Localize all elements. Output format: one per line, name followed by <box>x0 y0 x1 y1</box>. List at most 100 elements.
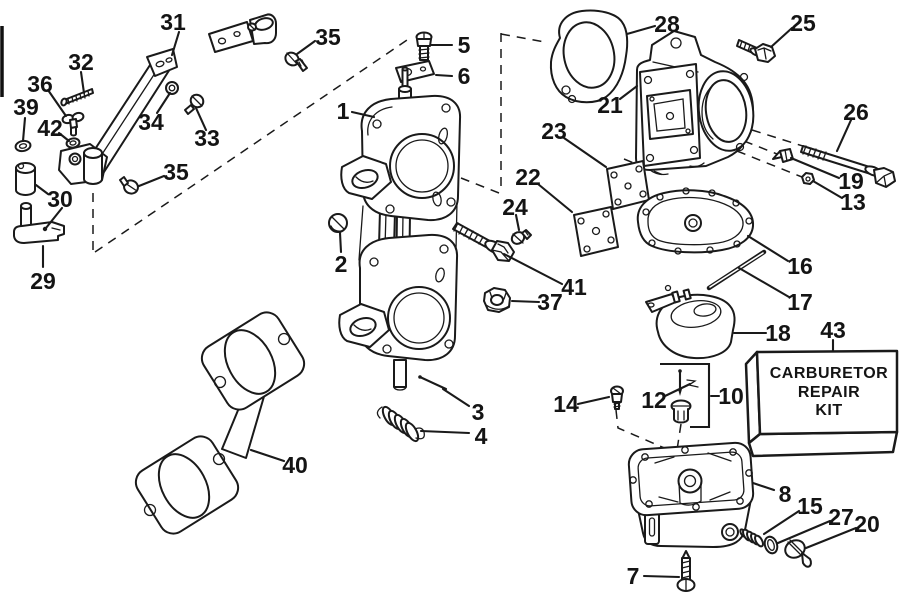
part-10-needle-seat <box>670 399 692 424</box>
callout-leader-19 <box>789 156 841 180</box>
part-29-bracket-pin <box>13 202 65 244</box>
callout-leader-25 <box>769 26 794 49</box>
callout-leader-31 <box>170 30 181 57</box>
part-label-25: 25 <box>790 10 816 36</box>
callout-leader-37 <box>510 299 541 304</box>
callout-leader-36 <box>46 88 68 118</box>
part-label-5: 5 <box>458 32 471 58</box>
part-30-spacer <box>15 162 36 196</box>
part-32-screw <box>60 88 94 107</box>
part-label-39: 39 <box>13 94 39 120</box>
callout-leader-22 <box>536 182 574 214</box>
part-34-washer <box>165 81 179 95</box>
callout-leader-14 <box>576 395 611 406</box>
part-36-wing-screw <box>61 111 85 137</box>
callout-dot-30 <box>42 226 48 232</box>
part-label-2: 2 <box>335 251 348 277</box>
callout-leader-41 <box>502 252 564 286</box>
part-label-32: 32 <box>68 49 94 75</box>
callout-bracket-10 <box>660 362 711 429</box>
callout-leader-26 <box>835 118 853 153</box>
part-label-1: 1 <box>337 98 350 124</box>
callout-leader-13 <box>811 179 844 200</box>
part-label-23: 23 <box>541 118 567 144</box>
part-17-rod <box>706 249 767 291</box>
part-label-37: 37 <box>537 289 563 315</box>
callout-leader-3 <box>441 387 471 408</box>
part-label-15: 15 <box>797 493 823 519</box>
callout-leader-23 <box>562 136 608 169</box>
part-label-13: 13 <box>840 189 866 215</box>
callout-leader-1 <box>350 110 376 119</box>
part-40-gasket <box>134 311 306 535</box>
part-21-carburetor-cover <box>635 30 755 176</box>
part-label-27: 27 <box>828 504 854 530</box>
part-16-diaphragm <box>636 187 755 255</box>
part-20-drain-screw <box>784 539 812 568</box>
callout-leader-30 <box>44 206 64 230</box>
callout-leader-39 <box>21 116 27 143</box>
part-label-36: 36 <box>27 71 53 97</box>
part-label-42: 42 <box>37 115 63 141</box>
callout-leader-6 <box>434 73 454 78</box>
part-13-nut <box>801 172 815 185</box>
callout-leader-4 <box>419 429 471 435</box>
part-28-gasket <box>549 9 629 104</box>
part-label-22: 22 <box>515 164 541 190</box>
part-27-o-ring <box>763 535 779 555</box>
callout-leader-2 <box>338 231 343 254</box>
callout-leader-8 <box>751 481 776 492</box>
part-label-40: 40 <box>282 452 308 478</box>
part-label-3: 3 <box>472 399 485 425</box>
callout-leader-15 <box>762 509 801 536</box>
part-26-bolt <box>800 145 896 188</box>
part-label-14: 14 <box>553 391 579 417</box>
part-label-35: 35 <box>163 159 189 185</box>
part-15-spring-screw <box>739 528 764 548</box>
part-label-20: 20 <box>854 511 880 537</box>
part-41-idle-screw <box>452 222 515 262</box>
callout-layer: 1234567810121314151617181920212223242526… <box>13 9 880 589</box>
part-3-pin <box>418 375 448 391</box>
callout-leader-35 <box>137 174 166 188</box>
callout-leader-28 <box>625 24 657 36</box>
part-7-screw <box>676 550 696 592</box>
part-label-10: 10 <box>718 383 744 409</box>
part-12-inlet-needle <box>678 369 699 396</box>
part-5-screw <box>415 31 433 61</box>
callout-leader-27 <box>776 519 832 545</box>
part-37-nut <box>483 287 511 313</box>
part-label-41: 41 <box>561 274 587 300</box>
part-2-plug-screw <box>328 213 348 233</box>
callout-leader-7 <box>642 574 681 579</box>
callout-leader-16 <box>746 234 790 263</box>
part-label-34: 34 <box>138 109 164 135</box>
callout-leader-12 <box>663 382 692 398</box>
part-8-float-bowl <box>627 441 755 548</box>
part-label-29: 29 <box>30 268 56 294</box>
callout-leader-42 <box>57 131 71 143</box>
part-label-28: 28 <box>654 11 680 37</box>
part-label-35: 35 <box>315 24 341 50</box>
part-14-screw <box>610 385 624 410</box>
part-31-throttle-lever <box>58 13 277 185</box>
callout-leader-17 <box>737 266 791 299</box>
callout-leader-24 <box>514 213 521 232</box>
part-label-6: 6 <box>458 63 471 89</box>
part-33-screw <box>184 93 205 115</box>
part-35-screw-upper <box>284 51 308 72</box>
part-label-26: 26 <box>843 99 869 125</box>
callout-leader-34 <box>155 91 172 115</box>
part-label-31: 31 <box>160 9 186 35</box>
part-18-float <box>645 284 736 360</box>
callout-leader-35 <box>295 39 317 56</box>
part-25-bolt <box>736 39 776 63</box>
part-22-plate <box>573 206 619 257</box>
part-23-plate <box>606 160 650 210</box>
part-label-43: 43 <box>820 317 846 343</box>
part-label-17: 17 <box>787 289 813 315</box>
part-label-21: 21 <box>597 92 623 118</box>
part-24-screw <box>510 229 532 245</box>
